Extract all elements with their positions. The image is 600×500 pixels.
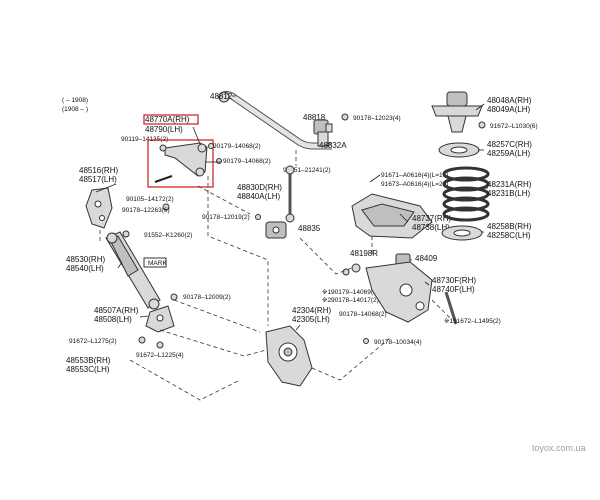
highlight-48770-label [143, 114, 199, 125]
bolt-91552[interactable] [122, 230, 130, 238]
stabilizer-bar[interactable] [218, 91, 332, 150]
bolt-191672[interactable] [444, 291, 458, 325]
stabilizer-link[interactable] [285, 165, 295, 223]
label-90179-a: 90179–14068(2) [213, 143, 261, 150]
bushing-48835[interactable] [265, 221, 287, 239]
label-48840: 48840A(LH) [237, 192, 280, 201]
label-48835: 48835 [298, 224, 321, 233]
leader-lines [95, 103, 488, 331]
label-48812: 48812 [210, 92, 233, 101]
label-90179-b: 90179–14068(2) [223, 158, 271, 165]
label-48540: 48540(LH) [66, 264, 104, 273]
label-48553b: 48553B(RH) [66, 356, 111, 365]
bolt-90178-12263[interactable] [162, 203, 170, 211]
legend-row-1: ( – 1908) [62, 97, 88, 104]
label-48818: 48818 [303, 113, 326, 122]
steering-knuckle[interactable] [265, 325, 313, 387]
nut-190179[interactable] [342, 268, 350, 276]
label-90178-12019: 90178–12019(2) [202, 214, 250, 221]
label-48048a: 48048A(RH) [487, 96, 532, 105]
label-90178-12009: 90178–12009(2) [183, 294, 231, 301]
label-90119: 90119–14135(2) [121, 136, 168, 143]
label-48508: 48508(LH) [94, 315, 132, 324]
label-48740: 48740F(LH) [432, 285, 475, 294]
stabilizer-bushing[interactable] [313, 119, 333, 135]
shock-absorber[interactable] [105, 231, 161, 310]
upper-control-arm[interactable] [154, 142, 208, 183]
bolt-91672-l1030[interactable] [478, 121, 486, 129]
label-48257: 48257C(RH) [487, 140, 532, 149]
label-48790: 48790(LH) [145, 125, 183, 134]
label-48517: 48517(LH) [79, 175, 117, 184]
nut-90179-b[interactable] [216, 158, 222, 164]
label-48507: 48507A(RH) [94, 306, 139, 315]
label-290178: ※290178–14017(2) [322, 297, 379, 304]
label-190179: ※190179–14069(2) [322, 289, 379, 296]
assembly-dashed-lines [99, 150, 453, 401]
label-48830: 48830D(RH) [237, 183, 282, 192]
bolt-90119[interactable] [159, 144, 167, 152]
label-48738: 48738(LH) [412, 223, 450, 232]
label-48409: 48409 [415, 254, 438, 263]
label-191672: ※191672–L1495(2) [444, 318, 501, 325]
highlight-48770-part [147, 139, 214, 188]
coil-spring[interactable] [442, 166, 490, 222]
label-90178-12263: 90178–12263(6) [122, 207, 170, 214]
label-91672-l1030: 91672–L1030(6) [490, 123, 538, 130]
label-48049a: 48049A(LH) [487, 105, 530, 114]
nut-90178-12019[interactable] [255, 214, 261, 220]
bracket-48516[interactable] [85, 187, 113, 229]
bolt-48198[interactable] [351, 263, 361, 273]
bolt-90178-12023[interactable] [341, 113, 349, 121]
lower-insulator[interactable] [441, 225, 483, 241]
label-91552: 91552–K1260(2) [144, 232, 192, 239]
label-48730: 48730F(RH) [432, 276, 476, 285]
label-48231a: 48231A(RH) [487, 180, 532, 189]
label-94151: 94151–21241(2) [283, 167, 331, 174]
bolt-91672-l1225[interactable] [156, 341, 164, 349]
label-48258b: 48258B(RH) [487, 222, 532, 231]
label-48231b: 48231B(LH) [487, 189, 530, 198]
label-42305: 42305(LH) [292, 315, 330, 324]
nut-90179-a[interactable] [208, 143, 214, 149]
mark-tag [143, 257, 167, 268]
nut-90178-12009[interactable] [170, 293, 178, 301]
upper-insulator[interactable] [438, 142, 480, 158]
label-48770: 48770A(RH) [145, 115, 190, 124]
bolt-91672-l1275[interactable] [138, 336, 146, 344]
label-48737: 48737(RH) [412, 214, 451, 223]
label-48198: 48198R [350, 249, 378, 258]
label-91672-l1275: 91672–L1275(2) [69, 338, 117, 345]
label-48832: 48832A [319, 141, 347, 150]
label-42304: 42304(RH) [292, 306, 331, 315]
legend-row-2: (1908 – ) [62, 106, 88, 113]
label-48259: 48259A(LH) [487, 149, 530, 158]
label-90178-10034: 90178–10034(4) [374, 339, 422, 346]
label-mark: MARK [148, 260, 167, 267]
lower-arm-plate[interactable] [351, 193, 433, 239]
lower-control-arm[interactable] [365, 261, 433, 323]
label-90178-12023: 90178–12023(4) [353, 115, 401, 122]
label-91672-l1225: 91672–L1225(4) [136, 352, 184, 359]
watermark: toyox.com.ua [532, 443, 586, 453]
bracket-48507[interactable] [145, 305, 175, 333]
nut-90178-10034[interactable] [363, 338, 369, 344]
label-48530: 48530(RH) [66, 255, 105, 264]
label-91673: 91673–A0616(4)(L=20) [381, 181, 448, 188]
label-48516: 48516(RH) [79, 166, 118, 175]
upper-spring-seat[interactable] [431, 91, 483, 133]
label-48258c: 48258C(LH) [487, 231, 531, 240]
label-48553c: 48553C(LH) [66, 365, 110, 374]
stabilizer-link-48832[interactable] [317, 131, 329, 147]
label-90105: 90105–14172(2) [126, 196, 174, 203]
label-91671: 91671–A0616(4)(L=16) [381, 172, 448, 179]
label-90178-14068: 90178–14068(2) [339, 311, 387, 318]
